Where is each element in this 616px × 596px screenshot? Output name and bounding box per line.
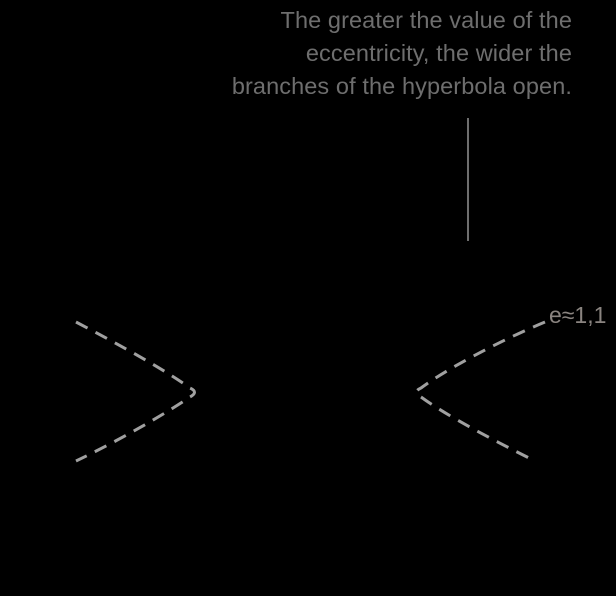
eccentricity-label: e≈1,1 (549, 302, 607, 328)
caption-text: The greater the value of the eccentricit… (231, 7, 572, 99)
hyperbola-left-branch (75, 320, 196, 463)
vertical-pointer-line-icon (467, 118, 469, 241)
hyperbola-right-branch (415, 320, 546, 463)
